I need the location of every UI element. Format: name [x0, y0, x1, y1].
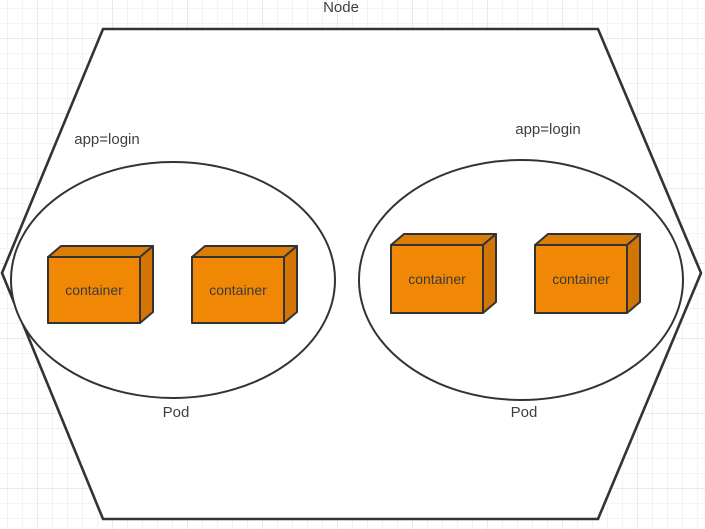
container-front-face	[191, 256, 285, 324]
container-box[interactable]: container	[191, 245, 298, 324]
container-side-face	[482, 233, 497, 314]
container-side-face	[626, 233, 641, 314]
container-top-face	[47, 245, 154, 258]
container-front-face	[390, 244, 484, 314]
container-box[interactable]: container	[47, 245, 154, 324]
container-label: container	[209, 282, 267, 298]
app-selector-label-left: app=login	[74, 131, 139, 148]
app-selector-label-right: app=login	[515, 121, 580, 138]
container-label: container	[65, 282, 123, 298]
container-label: container	[408, 271, 466, 287]
pod-label-right: Pod	[511, 404, 538, 421]
container-top-face	[390, 233, 497, 246]
pod-label-left: Pod	[163, 404, 190, 421]
container-front-face	[534, 244, 628, 314]
container-front-face	[47, 256, 141, 324]
pod-left-group: app=login container container Pod	[10, 131, 336, 421]
container-box[interactable]: container	[534, 233, 641, 314]
pod-right-group: app=login container container Pod	[358, 121, 684, 421]
container-label: container	[552, 271, 610, 287]
pod-ellipse-right[interactable]	[358, 159, 684, 401]
container-side-face	[283, 245, 298, 324]
container-box[interactable]: container	[390, 233, 497, 314]
pod-ellipse-left[interactable]	[10, 161, 336, 399]
node-label: Node	[323, 0, 359, 16]
container-side-face	[139, 245, 154, 324]
container-top-face	[534, 233, 641, 246]
container-top-face	[191, 245, 298, 258]
